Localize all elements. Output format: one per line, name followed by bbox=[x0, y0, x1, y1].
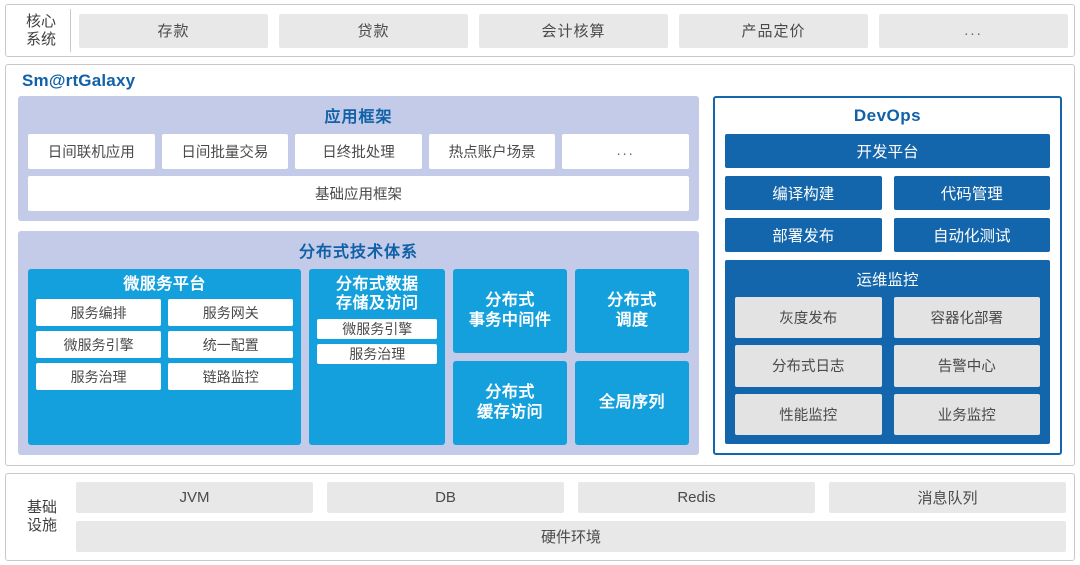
smartgalaxy-title: Sm@rtGalaxy bbox=[22, 71, 136, 90]
devops-tile-build[interactable]: 编译构建 bbox=[725, 175, 882, 210]
infrastructure-main: JVM DB Redis 消息队列 硬件环境 bbox=[70, 482, 1066, 552]
core-tile-more[interactable]: ... bbox=[879, 13, 1068, 48]
core-tile-deposit[interactable]: 存款 bbox=[79, 13, 268, 48]
core-tile-pricing[interactable]: 产品定价 bbox=[679, 13, 868, 48]
ops-monitoring-box: 运维监控 灰度发布 容器化部署 分布式日志 告警中心 性能监控 业务监控 bbox=[725, 259, 1050, 444]
core-systems-section: 核心 系统 存款 贷款 会计核算 产品定价 ... bbox=[5, 4, 1075, 57]
devops-row: 编译构建 代码管理 bbox=[725, 175, 1050, 210]
ops-chip-containerized-deploy[interactable]: 容器化部署 bbox=[893, 296, 1040, 339]
devops-tile-deploy-release[interactable]: 部署发布 bbox=[725, 217, 882, 252]
distributed-scheduling-box[interactable]: 分布式 调度 bbox=[575, 268, 689, 353]
infra-tile-redis[interactable]: Redis bbox=[578, 482, 815, 513]
ops-chip-performance-monitoring[interactable]: 性能监控 bbox=[735, 393, 882, 435]
chip-unified-config[interactable]: 统一配置 bbox=[168, 331, 294, 359]
core-systems-label-line1: 核心 bbox=[25, 13, 56, 31]
infrastructure-label-line1: 基础 bbox=[26, 499, 57, 516]
application-framework-panel: 应用框架 日间联机应用 日间批量交易 日终批处理 热点账户场景 ... 基础应用… bbox=[18, 95, 699, 221]
ops-chip-business-monitoring[interactable]: 业务监控 bbox=[893, 393, 1040, 435]
ops-monitoring-row: 性能监控 业务监控 bbox=[735, 393, 1040, 435]
application-framework-title: 应用框架 bbox=[324, 108, 393, 126]
distributed-scheduling-title: 分布式 调度 bbox=[607, 291, 657, 330]
devops-tile-automated-testing[interactable]: 自动化测试 bbox=[893, 217, 1050, 252]
application-framework-tiles: 日间联机应用 日间批量交易 日终批处理 热点账户场景 ... bbox=[28, 133, 689, 169]
smartgalaxy-section: Sm@rtGalaxy 应用框架 日间联机应用 日间批量交易 日终批处理 热点账… bbox=[5, 64, 1075, 466]
infra-hardware-environment[interactable]: 硬件环境 bbox=[76, 521, 1066, 552]
chip-link-monitoring[interactable]: 链路监控 bbox=[168, 363, 294, 391]
chip-ds-microservice-engine[interactable]: 微服务引擎 bbox=[317, 318, 438, 339]
distributed-transaction-middleware-title: 分布式 事务中间件 bbox=[469, 291, 552, 330]
distributed-data-store-box[interactable]: 分布式数据 存储及访问 微服务引擎 服务治理 bbox=[309, 268, 446, 445]
ops-monitoring-grid: 灰度发布 容器化部署 分布式日志 告警中心 性能监控 业务监控 bbox=[735, 296, 1040, 435]
ops-monitoring-title: 运维监控 bbox=[856, 271, 919, 289]
dca-line2: 缓存访问 bbox=[477, 403, 544, 421]
distributed-column-b: 分布式 事务中间件 分布式 缓存访问 bbox=[453, 268, 568, 445]
dtm-line2: 事务中间件 bbox=[468, 311, 552, 329]
ops-monitoring-row: 灰度发布 容器化部署 bbox=[735, 296, 1040, 339]
dsch-line2: 调度 bbox=[615, 311, 649, 329]
chip-microservice-engine[interactable]: 微服务引擎 bbox=[36, 331, 162, 359]
global-sequence-title: 全局序列 bbox=[599, 393, 665, 413]
core-tile-loan[interactable]: 贷款 bbox=[279, 13, 468, 48]
chip-service-orchestration[interactable]: 服务编排 bbox=[36, 299, 162, 327]
smartgalaxy-body: 应用框架 日间联机应用 日间批量交易 日终批处理 热点账户场景 ... 基础应用… bbox=[18, 95, 1062, 455]
microservice-platform-title: 微服务平台 bbox=[123, 275, 206, 293]
microservice-chip-row: 服务编排 服务网关 bbox=[36, 299, 294, 327]
ops-chip-gray-release[interactable]: 灰度发布 bbox=[735, 296, 882, 339]
core-systems-tiles: 存款 贷款 会计核算 产品定价 ... bbox=[79, 9, 1068, 52]
gseq-line1: 全局序列 bbox=[599, 394, 666, 412]
distributed-column-c: 分布式 调度 全局序列 bbox=[575, 268, 689, 445]
infrastructure-section: 基础 设施 JVM DB Redis 消息队列 硬件环境 bbox=[5, 473, 1075, 561]
global-sequence-box[interactable]: 全局序列 bbox=[575, 360, 689, 445]
distributed-data-store-title: 分布式数据 存储及访问 bbox=[317, 269, 437, 319]
infra-tile-jvm[interactable]: JVM bbox=[76, 482, 313, 513]
left-column: 应用框架 日间联机应用 日间批量交易 日终批处理 热点账户场景 ... 基础应用… bbox=[18, 95, 699, 455]
core-systems-label: 核心 系统 bbox=[12, 9, 71, 52]
core-systems-label-line2: 系统 bbox=[25, 30, 56, 48]
dsch-line1: 分布式 bbox=[607, 292, 657, 310]
appfw-tile-daytime-online[interactable]: 日间联机应用 bbox=[28, 133, 155, 169]
devops-panel: DevOps 开发平台 编译构建 代码管理 部署发布 自动化测试 运维监控 灰度… bbox=[713, 95, 1062, 455]
distributed-tech-panel: 分布式技术体系 微服务平台 服务编排 服务网关 微服务引 bbox=[18, 230, 699, 455]
distributed-cache-access-title: 分布式 缓存访问 bbox=[477, 383, 543, 422]
microservice-chip-grid: 服务编排 服务网关 微服务引擎 统一配置 服务治理 链路监控 bbox=[36, 299, 294, 391]
chip-service-governance[interactable]: 服务治理 bbox=[36, 363, 162, 391]
devops-title: DevOps bbox=[853, 105, 922, 125]
ops-chip-distributed-logging[interactable]: 分布式日志 bbox=[735, 345, 882, 387]
infrastructure-tiles: JVM DB Redis 消息队列 bbox=[76, 482, 1066, 513]
devops-row: 部署发布 自动化测试 bbox=[725, 217, 1050, 252]
devops-platform-tile[interactable]: 开发平台 bbox=[725, 133, 1050, 168]
appfw-tile-hot-account[interactable]: 热点账户场景 bbox=[428, 133, 556, 169]
distributed-tech-grid: 微服务平台 服务编排 服务网关 微服务引擎 统一配置 bbox=[28, 268, 689, 445]
chip-service-gateway[interactable]: 服务网关 bbox=[168, 299, 294, 327]
infra-tile-db[interactable]: DB bbox=[327, 482, 564, 513]
distributed-data-store-chips: 微服务引擎 服务治理 bbox=[317, 318, 438, 364]
distributed-transaction-middleware-box[interactable]: 分布式 事务中间件 bbox=[453, 268, 568, 353]
ops-monitoring-row: 分布式日志 告警中心 bbox=[735, 345, 1040, 387]
appfw-tile-daytime-batch[interactable]: 日间批量交易 bbox=[161, 133, 289, 169]
distributed-tech-title: 分布式技术体系 bbox=[298, 243, 418, 261]
infra-tile-message-queue[interactable]: 消息队列 bbox=[829, 482, 1066, 513]
distributed-data-store-title-line2: 存储及访问 bbox=[335, 295, 419, 313]
microservice-chip-row: 服务治理 链路监控 bbox=[36, 363, 294, 391]
devops-tile-code-management[interactable]: 代码管理 bbox=[893, 175, 1050, 210]
core-tile-accounting[interactable]: 会计核算 bbox=[479, 13, 668, 48]
dca-line1: 分布式 bbox=[485, 384, 535, 402]
appfw-base-framework[interactable]: 基础应用框架 bbox=[28, 175, 689, 211]
appfw-tile-more[interactable]: ... bbox=[562, 133, 689, 169]
dtm-line1: 分布式 bbox=[485, 292, 535, 310]
infrastructure-label-line2: 设施 bbox=[26, 517, 57, 534]
ops-chip-alert-center[interactable]: 告警中心 bbox=[893, 345, 1040, 387]
infrastructure-label: 基础 设施 bbox=[14, 482, 70, 552]
microservice-platform-box[interactable]: 微服务平台 服务编排 服务网关 微服务引擎 统一配置 bbox=[28, 268, 302, 445]
microservice-chip-row: 微服务引擎 统一配置 bbox=[36, 331, 294, 359]
distributed-cache-access-box[interactable]: 分布式 缓存访问 bbox=[453, 360, 568, 445]
appfw-tile-eod-batch[interactable]: 日终批处理 bbox=[295, 133, 422, 169]
distributed-data-store-title-line1: 分布式数据 bbox=[335, 275, 419, 293]
chip-ds-service-governance[interactable]: 服务治理 bbox=[317, 343, 438, 364]
